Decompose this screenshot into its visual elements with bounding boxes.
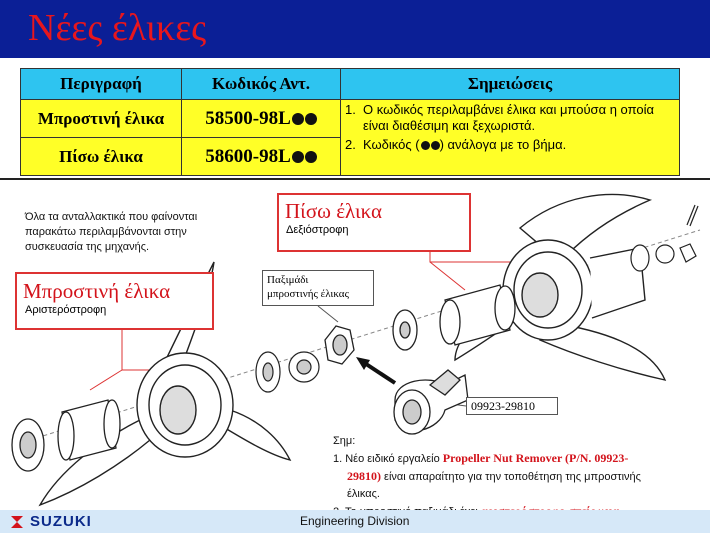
parts-table: Περιγραφή Κωδικός Αντ. Σημειώσεις Μπροστ… [20, 68, 680, 176]
pitch-dot-icon [430, 141, 440, 151]
table-row: Μπροστινή έλικα 58500-98L 1. Ο κωδικός π… [20, 99, 680, 176]
nut-label-line: μπροστινής έλικας [267, 288, 349, 300]
remark-line: 1. Νέο ειδικό εργαλείο Propeller Nut Rem… [333, 450, 703, 468]
note-number: 1. [345, 102, 356, 117]
front-propeller-nut-drawing [324, 325, 355, 365]
header-notes: Σημειώσεις [340, 68, 680, 100]
front-propeller-callout: Μπροστινή έλικα Αριστερόστροφη [15, 272, 214, 330]
front-propeller-rotation: Αριστερόστροφη [25, 304, 107, 316]
rear-code-text: 58600-98L [205, 145, 291, 167]
front-hub-sleeve-drawing [57, 399, 121, 461]
front-spacer-drawing [255, 351, 281, 393]
pitch-dot-icon [291, 113, 304, 126]
rear-thrust-washer-drawing [392, 309, 418, 351]
header-bar: Νέες έλικες [0, 0, 710, 58]
row-front-code: 58500-98L [181, 99, 341, 138]
note-line: Όλα τα ανταλλακτικά που φαίνονται [25, 211, 198, 223]
division-label: Engineering Division [300, 514, 410, 528]
notes-cell: 1. Ο κωδικός περιλαμβάνει έλικα και μπού… [340, 99, 680, 176]
header-description: Περιγραφή [20, 68, 182, 100]
rear-propeller-title: Πίσω έλικα [285, 199, 383, 223]
brand-name: SUZUKI [30, 513, 92, 530]
nut-label-line: Παξιμάδι [267, 274, 309, 286]
rear-hub-sleeve-drawing [439, 284, 516, 346]
nut-remover-tool-drawing [393, 369, 469, 435]
pitch-dot-icon [304, 113, 317, 126]
remark-heading: Σημ: [333, 435, 356, 447]
remark-highlight: 29810) [347, 469, 381, 483]
tab-washer-drawing [288, 351, 320, 383]
note-text: ) ανάλογα με το βήμα. [439, 137, 567, 152]
remark-text: 1. Νέο ειδικό εργαλείο [333, 453, 443, 465]
pitch-dot-icon [420, 141, 430, 151]
all-parts-note: Όλα τα ανταλλακτικά που φαίνονται παρακά… [25, 210, 197, 255]
exploded-propeller-diagram [11, 193, 701, 507]
front-propeller-title: Μπροστινή έλικα [23, 279, 171, 303]
rear-propeller-callout: Πίσω έλικα Δεξιόστροφη [277, 193, 471, 252]
header-code: Κωδικός Αντ. [181, 68, 341, 100]
rear-nut-and-pin-drawing [630, 204, 699, 272]
remark-block: Σημ: 1. Νέο ειδικό εργαλείο Propeller Nu… [333, 433, 703, 521]
note-item: 1. Ο κωδικός περιλαμβάνει έλικα και μπού… [345, 102, 675, 134]
pitch-dot-icon [291, 151, 304, 164]
note-text: Ο κωδικός περιλαμβάνει έλικα και μπούσα … [363, 102, 655, 133]
front-nut-label: Παξιμάδι μπροστινής έλικας [262, 270, 374, 306]
note-line: συσκευασία της μηχανής. [25, 241, 150, 253]
note-line: παρακάτω περιλαμβάνονται στην [25, 226, 187, 238]
rear-propeller-drawing [454, 193, 667, 381]
page-title: Νέες έλικες [28, 7, 207, 49]
note-item: 2. Κωδικός ( ) ανάλογα με το βήμα. [345, 137, 675, 153]
note-text: Κωδικός ( [363, 137, 420, 152]
table-header-row: Περιγραφή Κωδικός Αντ. Σημειώσεις [20, 68, 680, 100]
footer-bar: SUZUKI Engineering Division [0, 510, 710, 533]
table-row: Πίσω έλικα 58600-98L [20, 137, 680, 176]
row-rear-description: Πίσω έλικα [20, 137, 182, 176]
section-divider [0, 178, 710, 180]
row-rear-code: 58600-98L [181, 137, 341, 176]
remark-text: είναι απαραίτητο για την τοποθέτηση της … [381, 471, 641, 483]
remark-highlight: Propeller Nut Remover (P/N. 09923- [442, 451, 629, 465]
suzuki-logo: SUZUKI [8, 513, 92, 530]
row-front-description: Μπροστινή έλικα [20, 99, 182, 138]
tool-code-label: 09923-29810 [466, 397, 558, 415]
front-code-text: 58500-98L [205, 107, 291, 129]
rear-propeller-rotation: Δεξιόστροφη [286, 224, 349, 236]
pitch-dot-icon [304, 151, 317, 164]
suzuki-s-icon [11, 515, 23, 528]
front-thrust-washer-drawing [11, 418, 45, 472]
remark-line: έλικας. [347, 488, 380, 500]
note-number: 2. [345, 137, 356, 152]
remark-line: 29810) είναι απαραίτητο για την τοποθέτη… [333, 468, 703, 486]
